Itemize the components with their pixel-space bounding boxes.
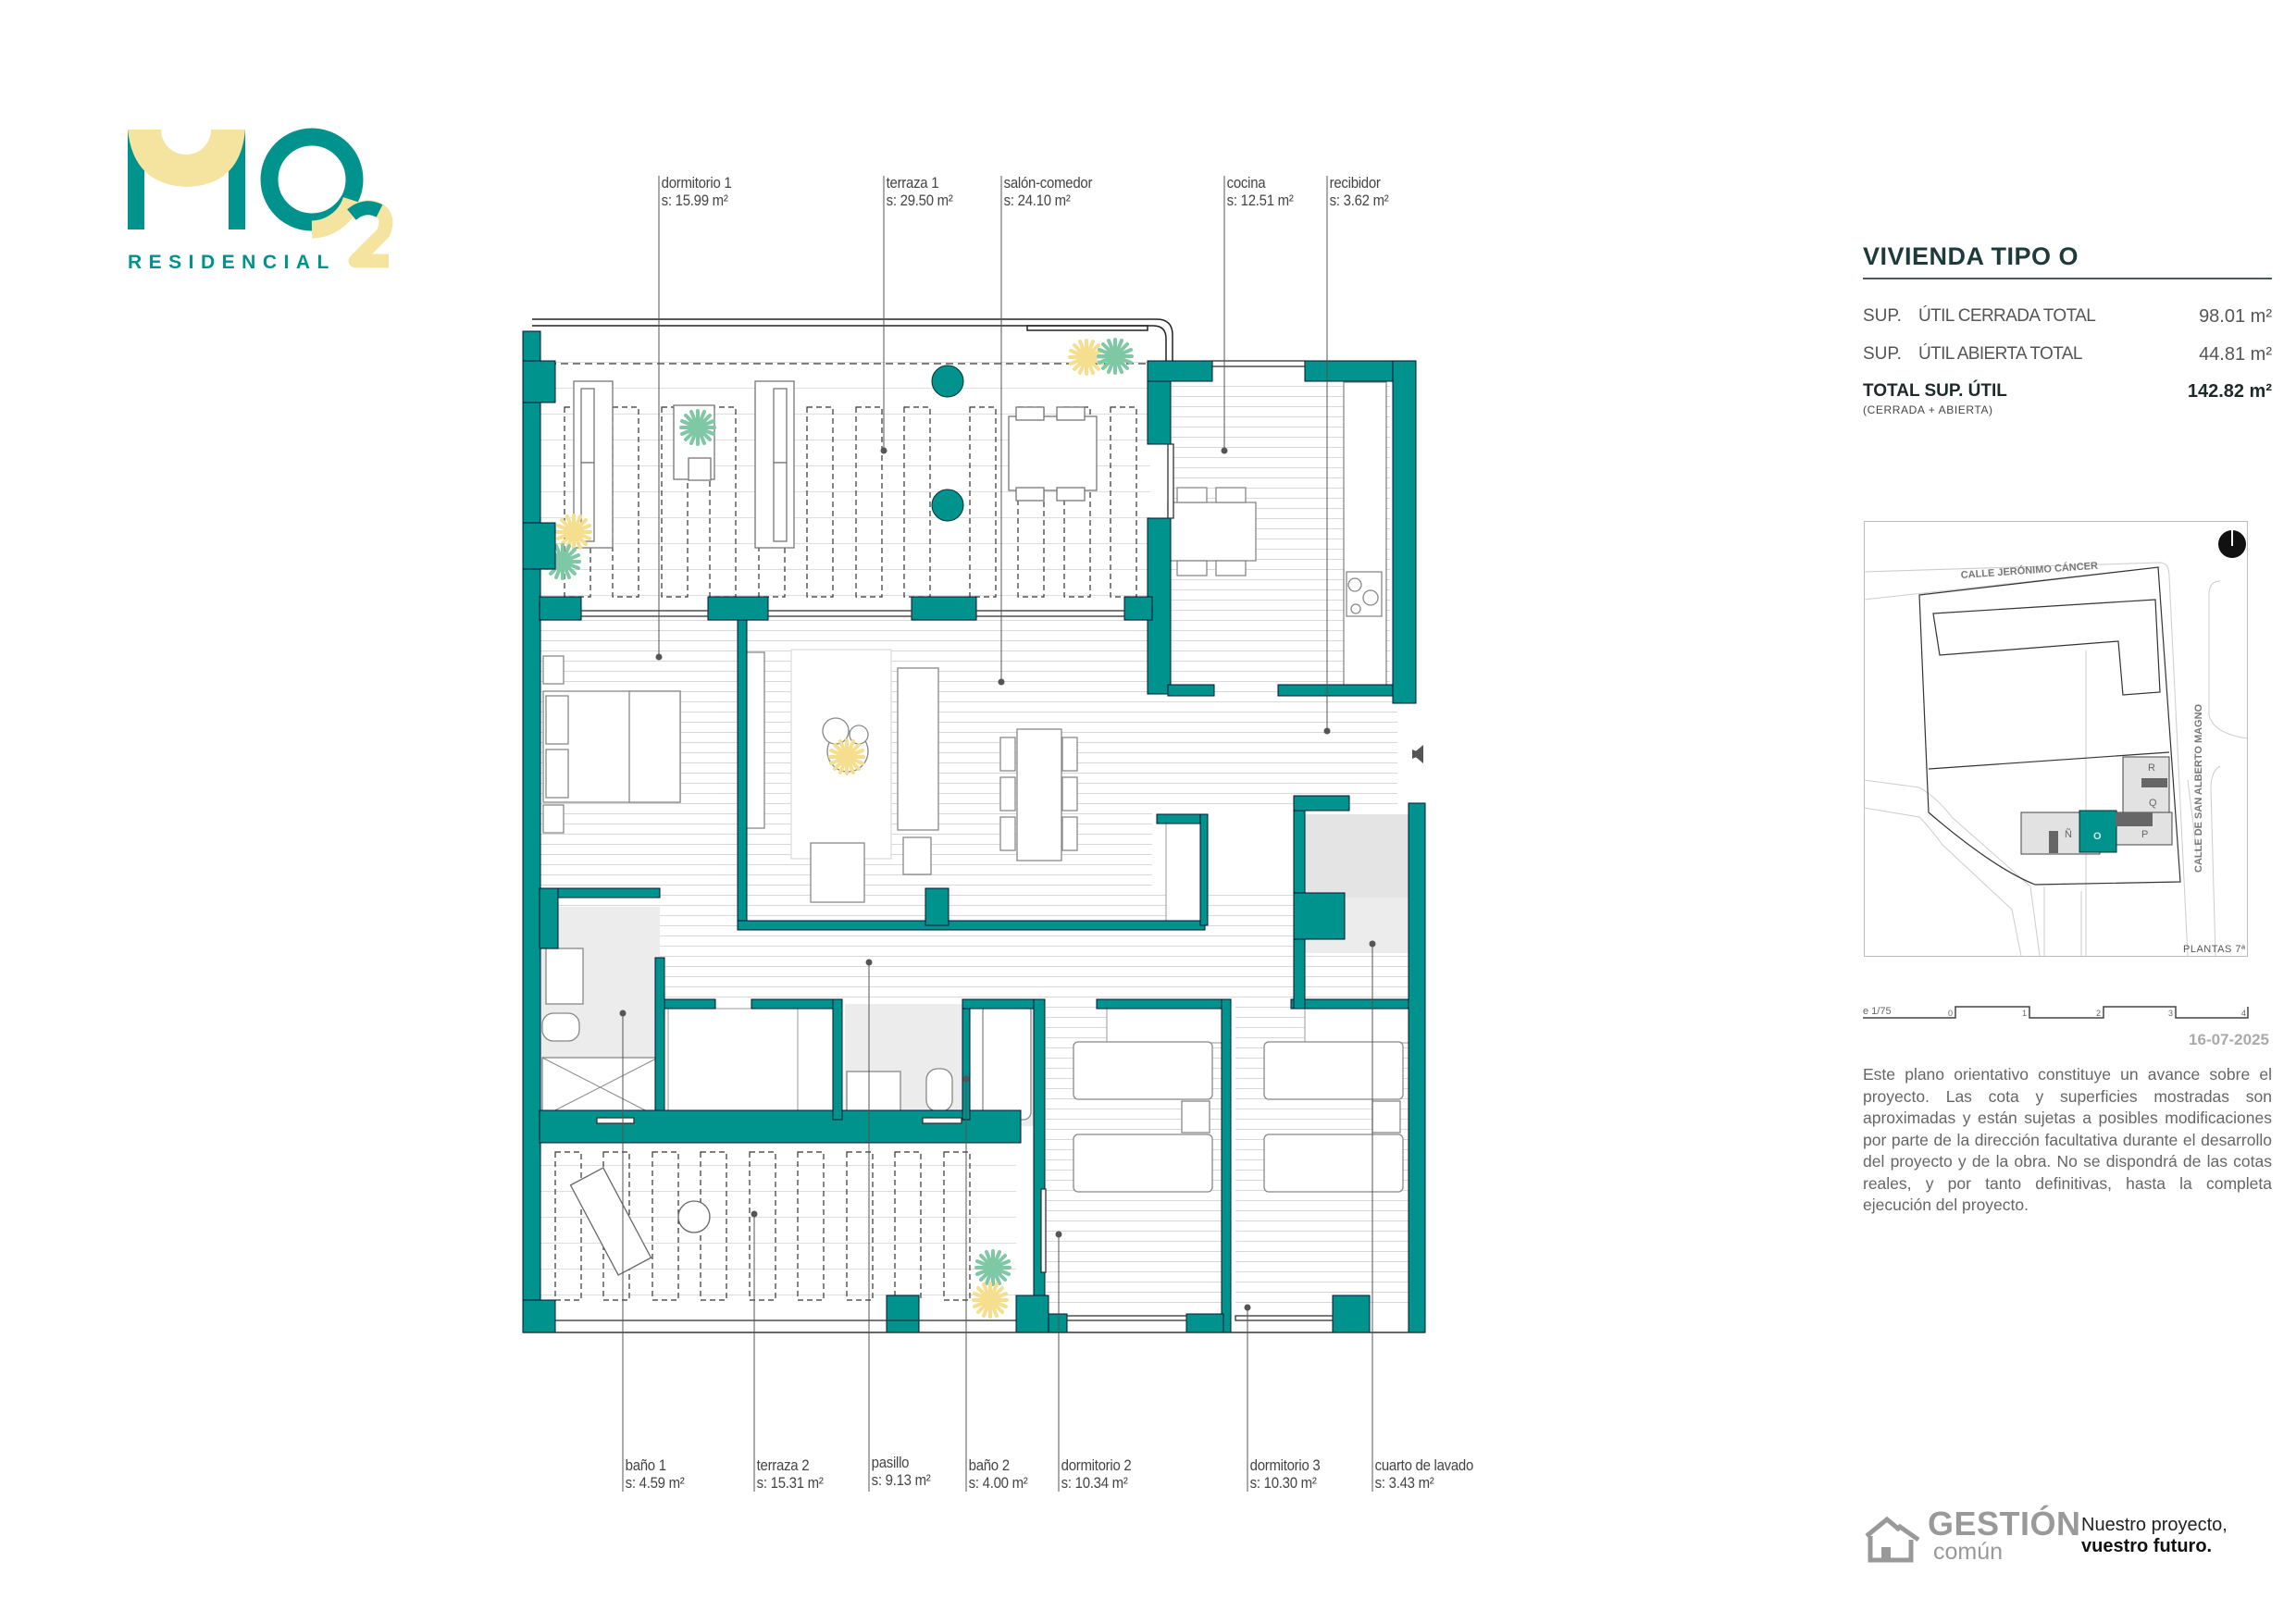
floor-label: PLANTAS 7ª [2183, 944, 2246, 955]
svg-text:4: 4 [2241, 1009, 2246, 1018]
svg-text:RESIDENCIAL: RESIDENCIAL [128, 252, 336, 273]
entrance-arrow-icon [1412, 745, 1423, 763]
sup-label: ÚTIL ABIERTA TOTAL [1918, 344, 2082, 364]
sup-prefix: SUP. [1863, 306, 1902, 326]
brand-subname: común [1933, 1539, 2004, 1565]
svg-text:Q: Q [2149, 798, 2157, 809]
mo2-residencial-logo: RESIDENCIAL [128, 128, 393, 273]
svg-text:1: 1 [2022, 1009, 2027, 1018]
total-label: TOTAL SUP. ÚTIL [1863, 381, 2007, 401]
site-key-map: CALLE JERÓNIMO CÁNCER CALLE DE SAN ALBER… [1864, 521, 2249, 957]
sup-value: 98.01 m² [2199, 306, 2272, 327]
recibidor-floor [1152, 685, 1397, 805]
pasillo-floor [540, 888, 1409, 1004]
svg-text:CALLE DE SAN ALBERTO MAGNO: CALLE DE SAN ALBERTO MAGNO [2193, 703, 2204, 873]
title-divider [1863, 278, 2272, 279]
scale-bar: e 1/75 0 1 2 3 4 [1863, 1006, 2249, 1019]
unit-title: VIVIENDA TIPO O [1863, 242, 2079, 270]
total-sub: (CERRADA + ABIERTA) [1863, 403, 1993, 416]
sup-label: ÚTIL CERRADA TOTAL [1918, 306, 2096, 326]
svg-text:O: O [2093, 831, 2102, 842]
slogan-line-1: Nuestro proyecto, [2081, 1515, 2228, 1535]
sup-total-row: TOTAL SUP. ÚTIL 142.82 m² (CERRADA + ABI… [1863, 381, 2272, 416]
disclaimer-text: Este plano orientativo constituye un ava… [1863, 1065, 2272, 1214]
brand-name: GESTIÓN [1928, 1505, 2081, 1542]
sup-prefix: SUP. [1863, 344, 1902, 364]
sup-value: 44.81 m² [2199, 344, 2272, 365]
total-value: 142.82 m² [2187, 381, 2272, 402]
svg-text:3: 3 [2168, 1009, 2173, 1018]
svg-text:e 1/75: e 1/75 [1863, 1006, 1892, 1017]
svg-text:R: R [2148, 762, 2155, 774]
svg-text:0: 0 [1948, 1009, 1953, 1018]
slogan-line-2: vuestro futuro. [2081, 1536, 2213, 1556]
plan-date: 16-07-2025 [2189, 1031, 2269, 1048]
svg-text:Ñ: Ñ [2065, 828, 2072, 840]
svg-text:P: P [2141, 829, 2148, 840]
house-icon [1865, 1516, 1920, 1563]
svg-text:2: 2 [2096, 1009, 2101, 1018]
gestion-comun-logo: GESTIÓN común Nuestro proyecto, vuestro … [1863, 1505, 2279, 1573]
